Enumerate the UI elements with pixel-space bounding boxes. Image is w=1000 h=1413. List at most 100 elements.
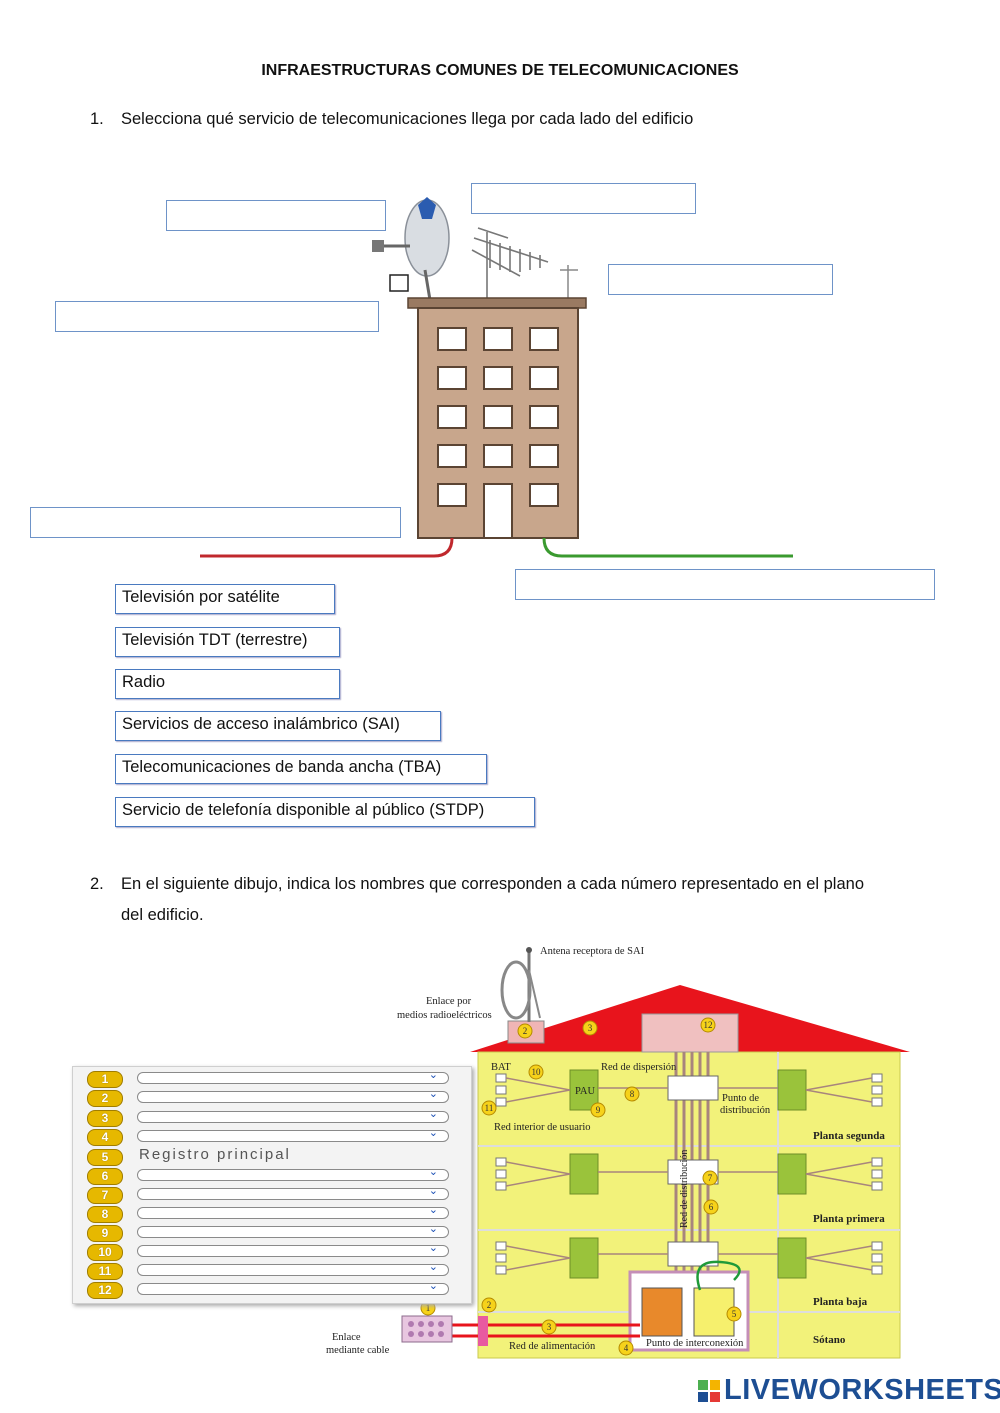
answer-select-7[interactable]: ⌄ (137, 1185, 449, 1200)
tv-antenna-icon (471, 227, 549, 298)
answer-row-1: 1⌄ (73, 1069, 471, 1088)
number-badge: 10 (87, 1244, 123, 1261)
number-badge: 6 (87, 1168, 123, 1185)
label-pau: PAU (575, 1086, 595, 1097)
chevron-down-icon: ⌄ (428, 1204, 438, 1216)
answer-row-8: 8⌄ (73, 1204, 471, 1223)
answer-row-5: 5 Registro principal (73, 1146, 471, 1166)
svg-text:11: 11 (485, 1103, 494, 1113)
building-illustration (200, 197, 793, 558)
svg-text:10: 10 (532, 1067, 542, 1077)
option-stdp[interactable]: Servicio de telefonía disponible al públ… (115, 797, 535, 827)
chevron-down-icon: ⌄ (428, 1108, 438, 1120)
chevron-down-icon: ⌄ (428, 1280, 438, 1292)
answer-select-8[interactable]: ⌄ (137, 1204, 449, 1219)
drop-box-satellite-top[interactable] (166, 200, 386, 231)
drop-box-green-cable[interactable] (515, 569, 935, 600)
question-1-number: 1. (90, 110, 104, 128)
answer-select-3[interactable]: ⌄ (137, 1108, 449, 1123)
svg-text:1: 1 (426, 1303, 431, 1313)
answer-row-12: 12 ⌄ (73, 1280, 471, 1299)
satellite-dish-icon (372, 197, 450, 301)
number-badge: 2 (87, 1090, 123, 1107)
answer-select-2[interactable]: ⌄ (137, 1088, 449, 1103)
question-2-number: 2. (90, 875, 104, 893)
svg-text:6: 6 (709, 1202, 714, 1212)
drop-box-red-cable[interactable] (30, 507, 401, 538)
chevron-down-icon: ⌄ (428, 1127, 438, 1139)
number-badge: 3 (87, 1110, 123, 1127)
svg-text:9: 9 (596, 1105, 601, 1115)
svg-text:3: 3 (547, 1322, 552, 1332)
label-punto-dist-1: Punto de (722, 1093, 759, 1104)
label-enlace-cable-2: mediante cable (326, 1345, 390, 1356)
question-1-text: Selecciona qué servicio de telecomunicac… (121, 110, 694, 128)
label-antenna: Antena receptora de SAI (540, 946, 645, 957)
answer-row-2: 2⌄ (73, 1088, 471, 1107)
svg-text:8: 8 (630, 1089, 635, 1099)
number-badge: 12 (87, 1282, 123, 1299)
svg-text:7: 7 (708, 1173, 713, 1183)
label-red-dispersion: Red de dispersión (601, 1062, 677, 1073)
svg-text:4: 4 (624, 1343, 629, 1353)
radio-antenna-icon (560, 265, 578, 298)
option-tba[interactable]: Telecomunicaciones de banda ancha (TBA) (115, 754, 487, 784)
question-1: 1. Selecciona qué servicio de telecomunic… (90, 104, 960, 135)
chevron-down-icon: ⌄ (428, 1166, 438, 1178)
label-planta-segunda: Planta segunda (813, 1130, 885, 1142)
svg-text:2: 2 (487, 1300, 492, 1310)
liveworksheets-logo: LIVEWORKSHEETS (724, 1374, 1000, 1406)
number-badge: 8 (87, 1206, 123, 1223)
chevron-down-icon: ⌄ (428, 1261, 438, 1273)
label-punto-interconexion: Punto de interconexión (646, 1338, 744, 1349)
answer-select-11[interactable]: ⌄ (137, 1261, 449, 1276)
answer-row-9: 9⌄ (73, 1223, 471, 1242)
chevron-down-icon: ⌄ (428, 1088, 438, 1100)
number-badge: 9 (87, 1225, 123, 1242)
small-box-icon (389, 274, 409, 292)
label-enlace-cable-1: Enlace (332, 1332, 361, 1343)
label-bat: BAT (491, 1062, 511, 1073)
chevron-down-icon: ⌄ (428, 1069, 438, 1081)
answer-select-12[interactable]: ⌄ (137, 1280, 449, 1295)
answer-row-4: 4⌄ (73, 1127, 471, 1146)
label-red-distribucion: Red de distribución (679, 1150, 690, 1228)
question-2-line2: del edificio. (121, 906, 204, 924)
label-planta-baja: Planta baja (813, 1296, 868, 1308)
drop-box-antenna-top[interactable] (471, 183, 696, 214)
drop-box-small-box[interactable] (55, 301, 379, 332)
label-enlace-radio-2: medios radioeléctricos (397, 1010, 492, 1021)
number-badge: 1 (87, 1071, 123, 1088)
sai-dish-icon (500, 960, 532, 1020)
green-cable (542, 537, 793, 558)
svg-text:3: 3 (588, 1023, 593, 1033)
question-2: 2.En el siguiente dibujo, indica los nom… (90, 869, 960, 931)
svg-text:5: 5 (732, 1309, 737, 1319)
floor-elements (495, 1069, 883, 1279)
label-sotano: Sótano (813, 1334, 846, 1346)
option-sai[interactable]: Servicios de acceso inalámbrico (SAI) (115, 711, 441, 741)
option-satellite-tv[interactable]: Televisión por satélite (115, 584, 335, 614)
number-badge: 4 (87, 1129, 123, 1146)
answer-select-9[interactable]: ⌄ (137, 1223, 449, 1238)
svg-text:2: 2 (523, 1026, 528, 1036)
chevron-down-icon: ⌄ (428, 1242, 438, 1254)
chevron-down-icon: ⌄ (428, 1185, 438, 1197)
diagram-number-markers (420, 1017, 742, 1356)
answer-select-1[interactable]: ⌄ (137, 1069, 449, 1084)
option-radio[interactable]: Radio (115, 669, 340, 699)
number-badge: 5 (87, 1149, 123, 1166)
label-red-alimentacion: Red de alimentación (509, 1341, 596, 1352)
red-cable (200, 537, 454, 558)
drop-box-right-antenna[interactable] (608, 264, 833, 295)
answer-select-6[interactable]: ⌄ (137, 1166, 449, 1181)
answer-select-4[interactable]: ⌄ (137, 1127, 449, 1142)
answer-fixed-5: Registro principal (139, 1146, 291, 1163)
building-windows (437, 327, 559, 539)
answer-select-10[interactable]: ⌄ (137, 1242, 449, 1257)
option-tdt[interactable]: Televisión TDT (terrestre) (115, 627, 340, 657)
answer-row-7: 7⌄ (73, 1185, 471, 1204)
label-red-interior: Red interior de usuario (494, 1122, 591, 1133)
